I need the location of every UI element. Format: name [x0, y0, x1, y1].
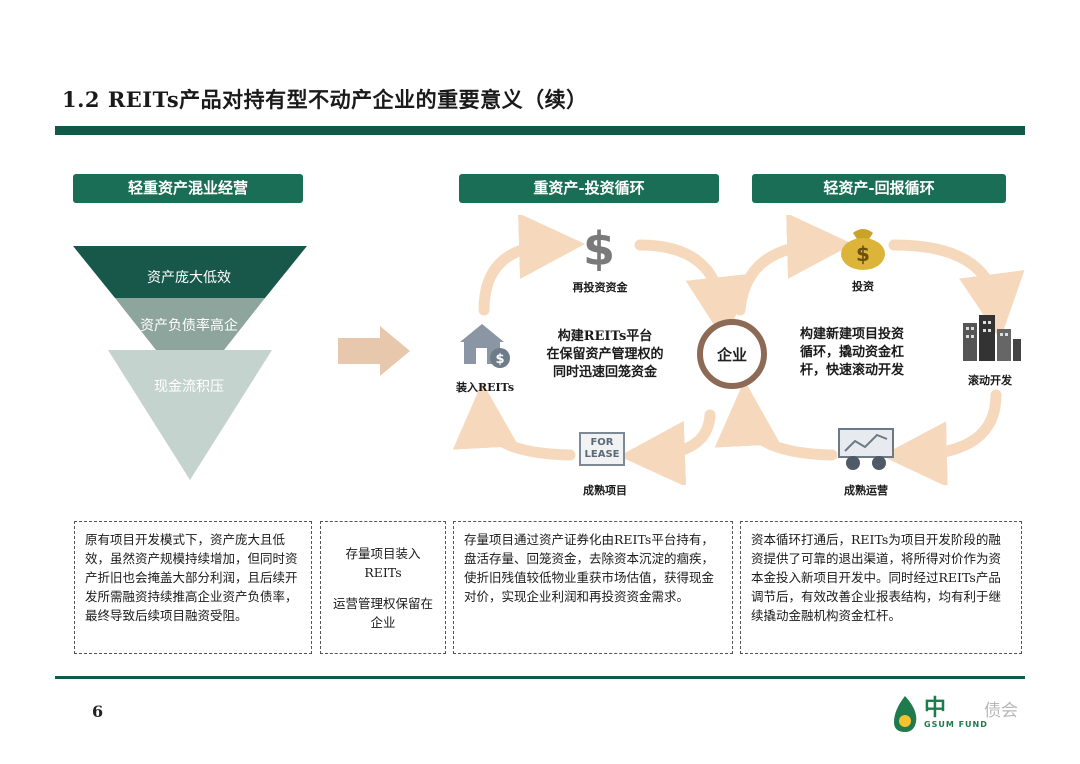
heavy-cycle-header: 重资产-投资循环: [459, 174, 719, 203]
funnel-layer-2: [115, 298, 265, 350]
city-buildings-icon: [958, 312, 1024, 364]
mature-project-label: 成熟项目: [583, 484, 627, 497]
funnel-label-3: 现金流积压: [154, 379, 224, 395]
footer-line: [55, 676, 1025, 679]
enterprise-hub: 企业: [697, 319, 767, 389]
load-into-reits-label: 装入REITs: [455, 381, 515, 394]
light-cycle-description: 构建新建项目投资 循环，撬动资金杠 杆，快速滚动开发: [800, 327, 905, 378]
right-arrow-icon: [338, 326, 410, 376]
page-title: 1.2 REITs产品对持有型不动产企业的重要意义（续）: [62, 87, 588, 112]
logo-emblem-icon: [894, 696, 917, 732]
text-box-reits-loading: 存量项目装入REITs 运营管理权保留在企业: [320, 521, 446, 654]
text-box-capital-cycle: 资本循环打通后，REITs为项目开发阶段的融资提供了可靠的退出渠道，将所得对价作…: [740, 521, 1022, 654]
dollar-sign-icon: $: [574, 224, 624, 272]
box2-line-1: 存量项目装入REITs: [345, 546, 421, 580]
cycle-arrows: [452, 215, 1025, 485]
money-bag-icon: $: [834, 220, 892, 272]
left-section-header: 轻重资产混业经营: [73, 174, 303, 203]
heavy-cycle-description: 构建REITs平台 在保留资产管理权的 同时迅速回笼资金: [546, 329, 664, 380]
funnel-label-2: 资产负债率高企: [140, 318, 238, 334]
reinvest-funds-label: 再投资资金: [572, 281, 628, 294]
house-dollar-icon: $: [456, 320, 514, 370]
text-box-original-model: 原有项目开发模式下，资产庞大且低效，虽然资产规模持续增加，但同时资产折旧也会掩盖…: [74, 521, 312, 654]
light-cycle-header: 轻资产-回报循环: [752, 174, 1006, 203]
mature-operations-label: 成熟运营: [844, 484, 888, 497]
logo-tagline: GSUM FUND: [924, 720, 988, 729]
for-lease-sign-icon: FOR LEASE: [576, 428, 628, 470]
watermark-text: 债会: [984, 701, 1018, 721]
funnel-layer-3: [108, 350, 272, 480]
svg-text:$: $: [583, 225, 615, 271]
title-underline: [55, 126, 1025, 135]
company-logo: 中 GSUM FUND 债会: [888, 690, 1038, 738]
funnel-label-1: 资产庞大低效: [147, 270, 231, 286]
text-box-securitization: 存量项目通过资产证券化由REITs平台持有，盘活存量、回笼资金，去除资本沉淀的痼…: [453, 521, 733, 654]
operations-chart-icon: [836, 426, 896, 472]
for-lease-text: FOR LEASE: [579, 432, 625, 466]
box2-line-2: 运营管理权保留在企业: [332, 596, 433, 630]
funnel-layer-1: [73, 246, 307, 298]
rolling-development-label: 滚动开发: [968, 374, 1012, 387]
funnel-diagram: [73, 246, 307, 480]
invest-label: 投资: [852, 280, 874, 293]
logo-name: 中: [924, 696, 947, 721]
svg-text:$: $: [495, 352, 504, 367]
page-number: 6: [92, 702, 104, 721]
money-bag-symbol: $: [856, 242, 870, 266]
